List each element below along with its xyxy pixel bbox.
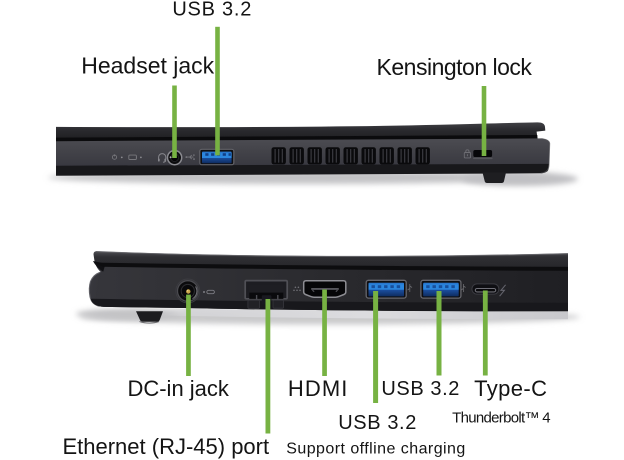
svg-text:Headset jack: Headset jack (81, 52, 214, 78)
svg-text:Thunderbolt™ 4: Thunderbolt™ 4 (452, 409, 550, 426)
svg-text:Type-C: Type-C (474, 376, 547, 401)
svg-text:DC-in jack: DC-in jack (127, 376, 229, 401)
svg-text:Support offline charging: Support offline charging (286, 441, 466, 458)
svg-text:Kensington lock: Kensington lock (377, 54, 533, 80)
svg-text:Ethernet (RJ-45) port: Ethernet (RJ-45) port (62, 434, 269, 459)
svg-text:USB 3.2: USB 3.2 (381, 378, 460, 400)
svg-text:USB 3.2: USB 3.2 (172, 0, 252, 21)
svg-text:HDMI: HDMI (288, 376, 349, 401)
svg-text:USB 3.2: USB 3.2 (338, 412, 417, 434)
